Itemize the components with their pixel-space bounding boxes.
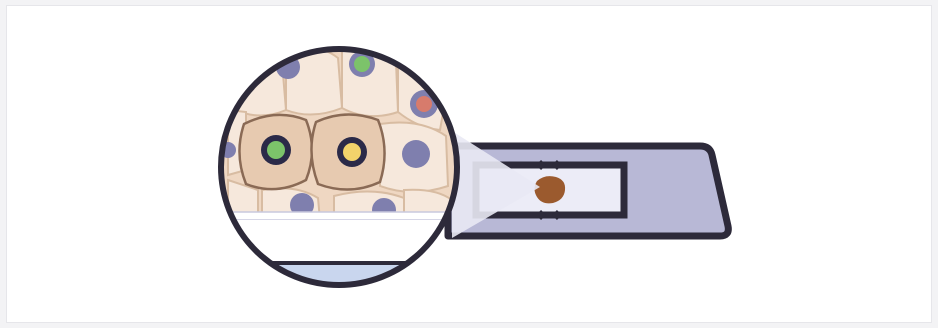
glass-slide-edge xyxy=(215,212,465,220)
glass-slide-bottom xyxy=(215,263,465,293)
